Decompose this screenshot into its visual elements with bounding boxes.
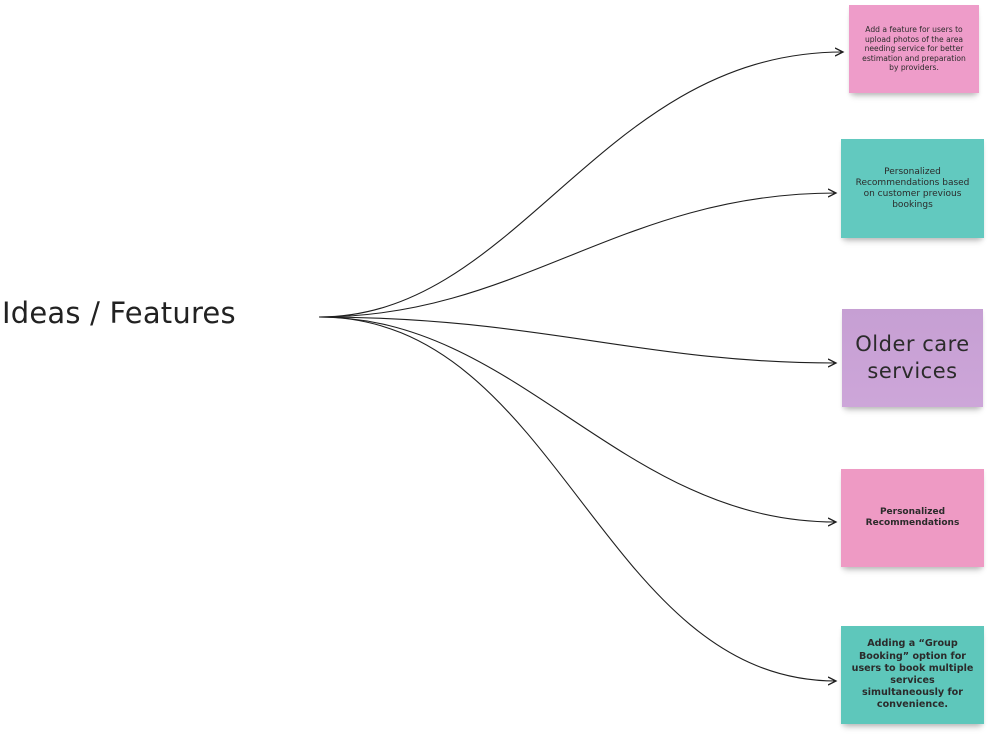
sticky-note-personalized-recommendations[interactable]: Personalized Recommendations: [841, 469, 984, 567]
sticky-note-group-booking[interactable]: Adding a “Group Booking” option for user…: [841, 626, 984, 724]
sticky-note-text: Personalized Recommendations: [865, 506, 960, 529]
sticky-note-text: Adding a “Group Booking” option for user…: [851, 638, 974, 711]
sticky-note-text: Personalized Recommendations based on cu…: [855, 166, 970, 210]
sticky-note-older-care[interactable]: Older care services: [842, 309, 983, 407]
connector-to-note-older-care: [318, 316, 836, 363]
connector-to-note-personalized-recommendations: [318, 316, 836, 522]
sticky-note-text: Add a feature for users to upload photos…: [862, 25, 966, 73]
connector-to-note-personalized-recommendations-bookings: [318, 193, 836, 318]
connector-to-note-upload-photos: [318, 52, 843, 318]
sticky-note-upload-photos[interactable]: Add a feature for users to upload photos…: [849, 5, 979, 93]
connector-to-note-group-booking: [318, 316, 836, 681]
sticky-note-personalized-recommendations-bookings[interactable]: Personalized Recommendations based on cu…: [841, 139, 984, 238]
sticky-note-text: Older care services: [855, 332, 970, 383]
root-topic-label[interactable]: Ideas / Features: [2, 296, 236, 330]
